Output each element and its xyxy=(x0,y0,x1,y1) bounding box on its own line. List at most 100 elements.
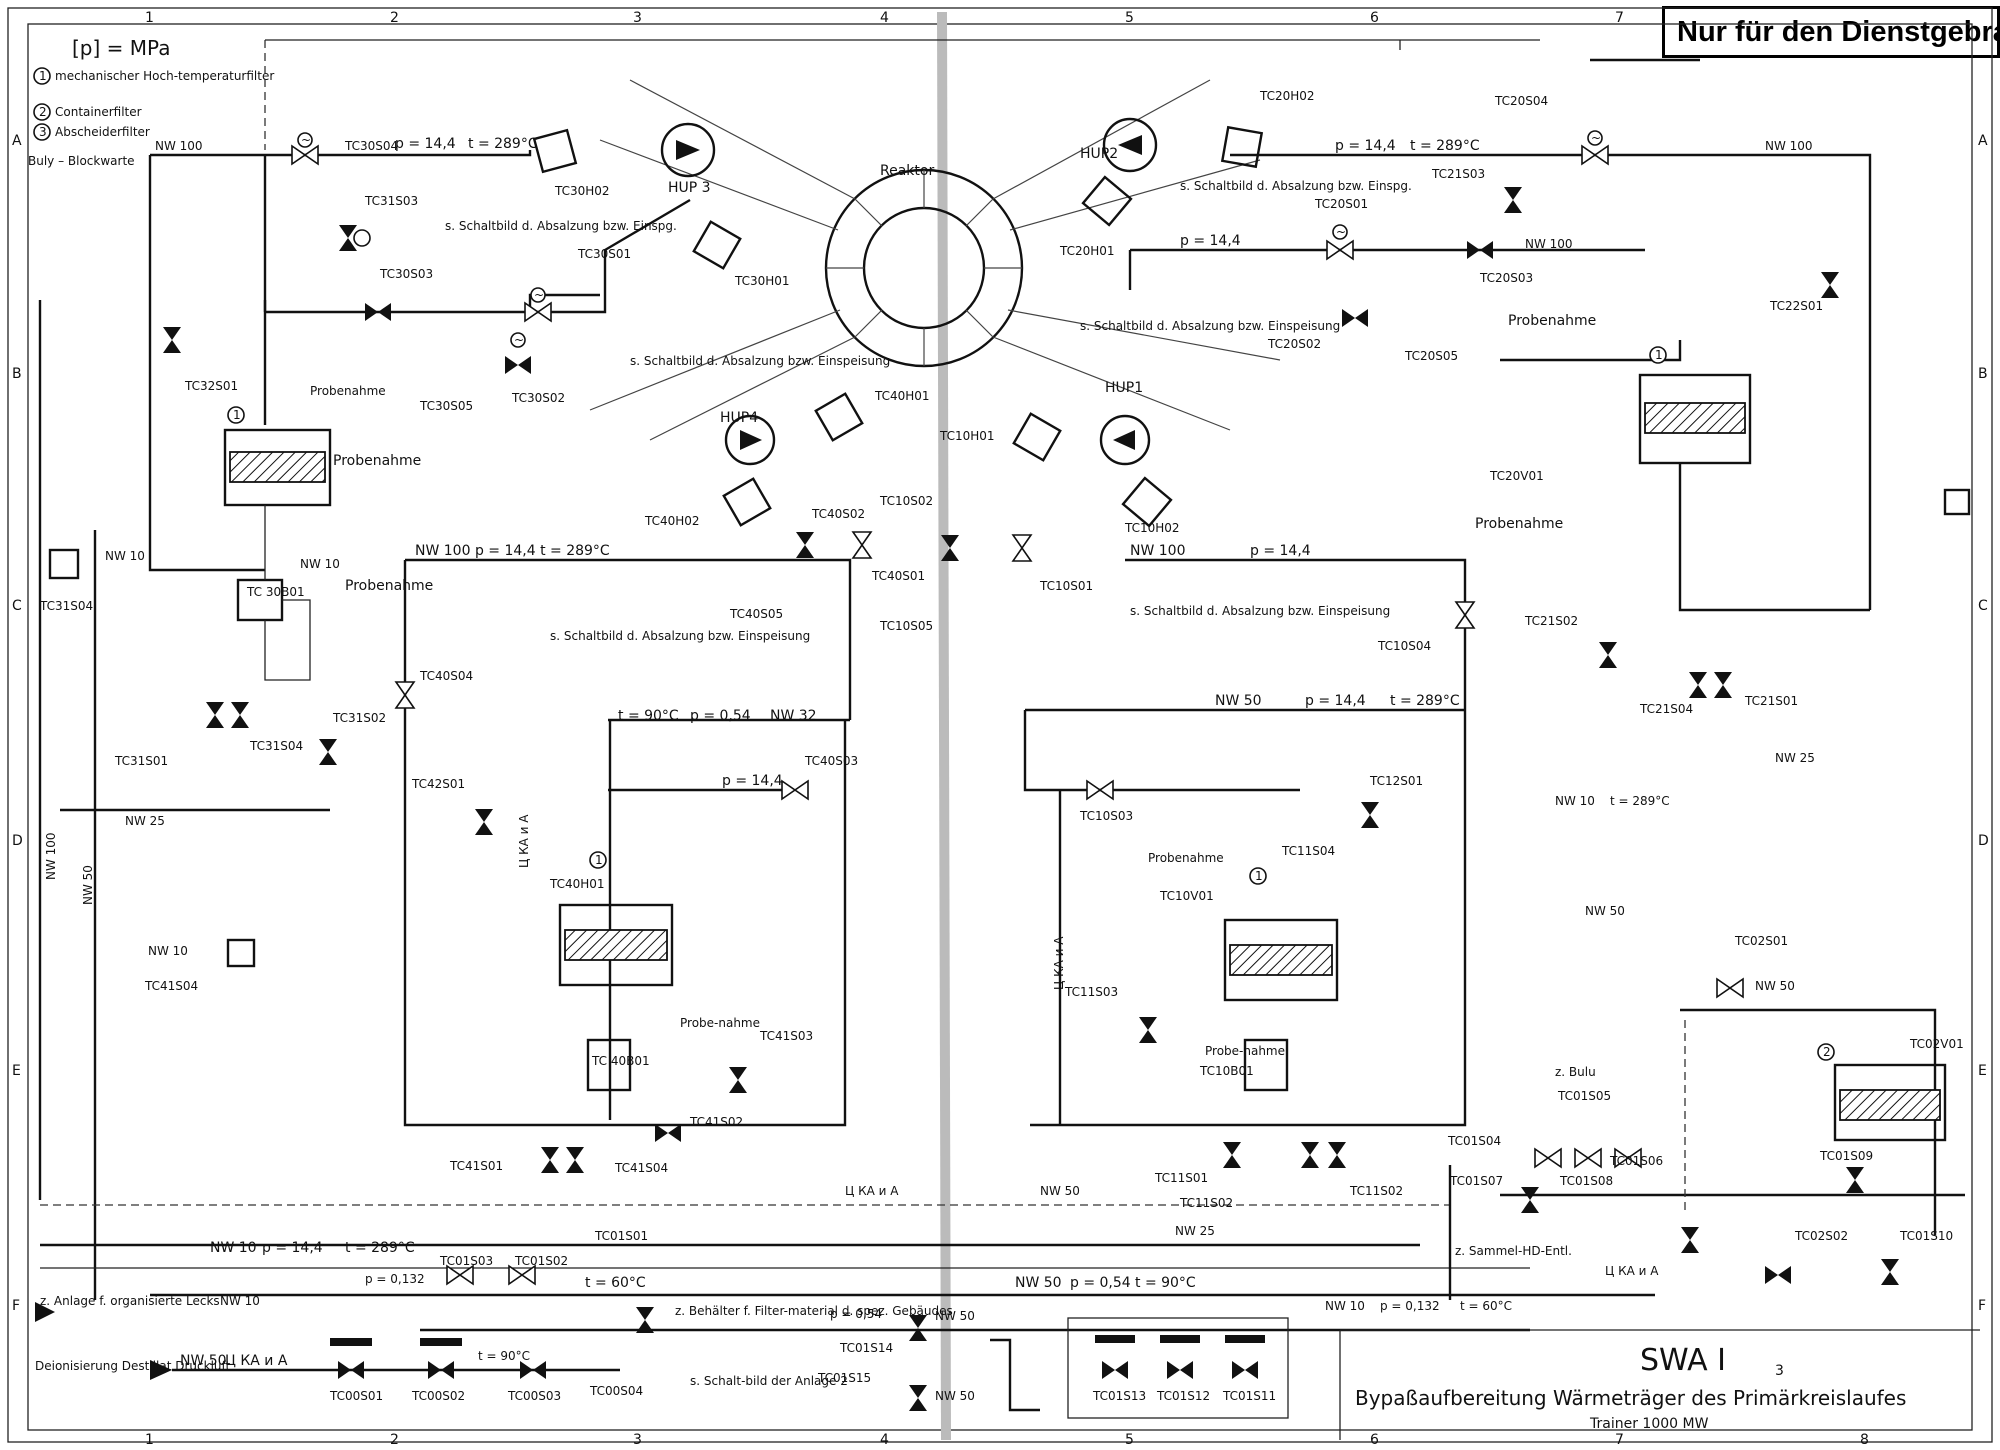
label-tc31s04b: TC31S04 xyxy=(249,739,303,753)
loop4-nw32: NW 32 xyxy=(770,708,817,724)
valve-tc22s01 xyxy=(1821,272,1839,298)
note-schaltbild-loop2b: s. Schaltbild d. Absalzung bzw. Einspeis… xyxy=(1080,319,1340,333)
grid-row-d-r: D xyxy=(1978,833,1989,849)
label-tc41s01: TC41S01 xyxy=(449,1159,503,1173)
loop1-pressure: p = 14,4 xyxy=(1250,543,1311,559)
hup2-label: HUP2 xyxy=(1080,146,1118,162)
label-tc01s09: TC01S09 xyxy=(1819,1149,1873,1163)
label-tc30s05: TC30S05 xyxy=(419,399,473,413)
grid-row-c: C xyxy=(12,598,22,614)
label-tc30h02: TC30H02 xyxy=(554,184,610,198)
t289-right: t = 289°C xyxy=(1610,794,1670,808)
label-tc20s04: TC20S04 xyxy=(1494,94,1548,108)
valve-tc42s01 xyxy=(475,809,493,835)
svg-text:1: 1 xyxy=(39,69,47,83)
valve-tc32s01 xyxy=(163,327,181,353)
drawing-trainer: Trainer 1000 MW xyxy=(1589,1416,1709,1432)
valve-tc10s04 xyxy=(1455,601,1475,629)
arrow-feed xyxy=(150,1360,172,1380)
reactor-label: Reaktor xyxy=(880,163,934,179)
collector-nw50b: NW 50 xyxy=(1015,1275,1062,1291)
behaelter-nw50: NW 50 xyxy=(935,1309,975,1323)
loop4-params: NW 100 p = 14,4 t = 289°C xyxy=(415,543,610,559)
loop3-temp: t = 289°C xyxy=(468,136,538,152)
label-tc40s02: TC40S02 xyxy=(811,507,865,521)
label-tc01s10: TC01S10 xyxy=(1899,1229,1953,1243)
probenahme-loop2: Probenahme xyxy=(1508,313,1596,329)
valve-tc41s01 xyxy=(541,1147,559,1173)
grid-row-e-r: E xyxy=(1978,1063,1987,1079)
label-tc02v01: TC02V01 xyxy=(1909,1037,1964,1051)
hup-4: HUP4 xyxy=(720,410,776,466)
probenahme-loop3: Probenahme xyxy=(310,384,386,398)
loop-4-piping xyxy=(403,558,852,1127)
behaelter-p054: p = 0,54 xyxy=(830,1307,882,1321)
label-tc20h02: TC20H02 xyxy=(1259,89,1315,103)
loop4-t90: t = 90°C xyxy=(618,708,679,724)
label-tc32s01: TC32S01 xyxy=(184,379,238,393)
valve-tc20s03 xyxy=(1467,241,1493,259)
sheet-border xyxy=(7,7,1993,1443)
label-tc10b01: TC10B01 xyxy=(1199,1064,1254,1078)
label-tc01s11: TC01S11 xyxy=(1222,1389,1276,1403)
grid-col-4: 4 xyxy=(880,10,889,26)
grid-col-8-b: 8 xyxy=(1860,1432,1869,1448)
label-tc31s01: TC31S01 xyxy=(114,754,168,768)
label-tc41s03: TC41S03 xyxy=(759,1029,813,1043)
grid-col-3-b: 3 xyxy=(633,1432,642,1448)
label-tc01s15: TC01S15 xyxy=(817,1371,871,1385)
label-tc01s08: TC01S08 xyxy=(1559,1174,1613,1188)
note-schaltbild-loop2: s. Schaltbild d. Absalzung bzw. Einspg. xyxy=(1180,179,1412,193)
grid-col-7-b: 7 xyxy=(1615,1432,1624,1448)
note-schaltbild-loop4: s. Schaltbild d. Absalzung bzw. Einspeis… xyxy=(550,629,810,643)
collector-t289: t = 289°C xyxy=(345,1240,415,1256)
svg-text:1: 1 xyxy=(233,408,241,422)
collector-lines xyxy=(40,1008,1965,1332)
nw25-right: NW 25 xyxy=(1775,751,1815,765)
label-tc10h02: TC10H02 xyxy=(1124,521,1180,535)
filter-tc02v01: 2 xyxy=(1817,1043,1947,1142)
label-tc40h02: TC40H02 xyxy=(644,514,700,528)
label-tc40h01: TC40H01 xyxy=(874,389,930,403)
valve-tc41s03 xyxy=(729,1067,747,1093)
svg-text:2: 2 xyxy=(1823,1045,1831,1059)
motor-tc20s01 xyxy=(1332,224,1348,240)
valve-tc30s03 xyxy=(365,303,391,321)
grid-col-5: 5 xyxy=(1125,10,1134,26)
label-tc40b01: TC 40B01 xyxy=(591,1054,650,1068)
anlage-nw10: NW 10 xyxy=(220,1294,260,1308)
fold-line xyxy=(937,11,951,1441)
label-tc40s04: TC40S04 xyxy=(419,669,473,683)
label-tc20s05: TC20S05 xyxy=(1404,349,1458,363)
valve-tc10s03 xyxy=(1086,780,1114,800)
legend-item-2: Containerfilter xyxy=(55,105,142,119)
label-tc10s02: TC10S02 xyxy=(879,494,933,508)
label-tc41s04: TC41S04 xyxy=(614,1161,668,1175)
valve-tc11s01 xyxy=(1223,1142,1241,1168)
collector-nw10: NW 10 xyxy=(210,1240,257,1256)
label-tc41s04b: TC41S04 xyxy=(144,979,198,993)
valve-tc11s03 xyxy=(1139,1017,1157,1043)
note-sammel: z. Sammel-HD-Entl. xyxy=(1455,1244,1572,1258)
reactor: Reaktor xyxy=(589,79,1281,441)
valve-tc40s02 xyxy=(796,532,814,558)
valve-tc40s01 xyxy=(852,531,872,559)
label-tc01s05: TC01S05 xyxy=(1557,1089,1611,1103)
loop1-p-lower: p = 14,4 xyxy=(1305,693,1366,709)
label-tc20s02: TC20S02 xyxy=(1267,337,1321,351)
valve-group-tc0151x xyxy=(1067,1317,1289,1419)
grid-row-f-r: F xyxy=(1978,1298,1986,1314)
valve-tc30s01 xyxy=(524,302,552,322)
valve-tc01s09 xyxy=(1681,1227,1699,1253)
grid-column-labels: 1 2 3 4 5 6 7 1 2 3 4 5 6 7 8 xyxy=(145,10,1869,1448)
collector-p054: p = 0,54 xyxy=(1070,1275,1131,1291)
valve-tc02s01 xyxy=(1716,978,1744,998)
grid-row-a-r: A xyxy=(1978,133,1988,149)
grid-row-a: A xyxy=(12,133,22,149)
svg-text:3: 3 xyxy=(39,125,47,139)
label-tc31s03: TC31S03 xyxy=(364,194,418,208)
valve-tc01s15 xyxy=(909,1385,927,1411)
valve-tc31s02 xyxy=(319,739,337,765)
note-schaltbild-bottom: s. Schalt-bild der Anlage 2 xyxy=(690,1374,848,1388)
note-behaelter: z. Behälter f. Filter-material d. spez. … xyxy=(675,1304,953,1318)
